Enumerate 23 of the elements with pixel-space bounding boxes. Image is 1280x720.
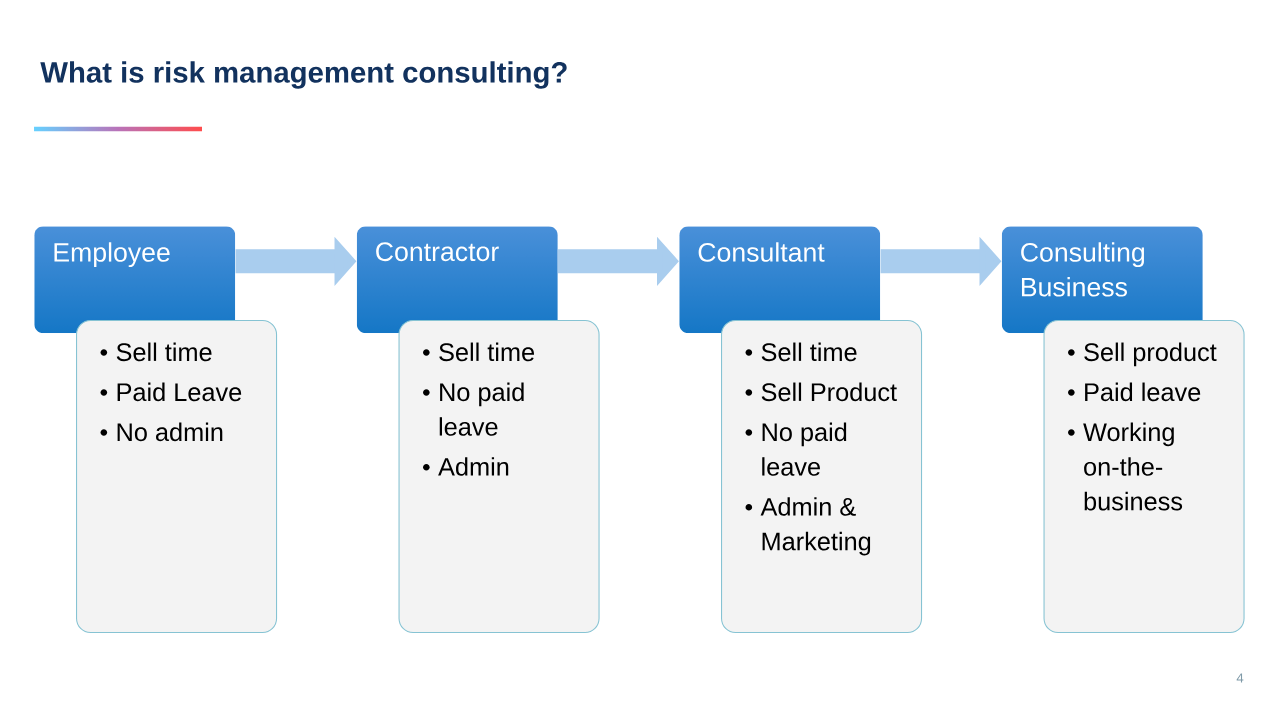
bullet-item: Paid leave	[1068, 382, 1201, 402]
list-box	[721, 320, 923, 634]
bullet-item: Admin & Marketing	[745, 497, 871, 556]
bullet-item: No paid leave	[423, 382, 524, 436]
bullet-item: Sell time	[100, 342, 212, 362]
bullet-item: Sell Product	[745, 382, 897, 402]
bullet-item: No paid leave	[745, 422, 847, 476]
bullet-item: No admin	[100, 422, 223, 442]
bullet-item: Sell time	[423, 342, 535, 362]
title: What is risk management consulting?	[40, 61, 567, 89]
bullet-item: Paid Leave	[100, 382, 242, 402]
header-label: Consultant	[698, 242, 825, 262]
page-number: 4	[1236, 673, 1244, 683]
header-label: Employee	[54, 242, 170, 268]
list-box	[1043, 320, 1245, 634]
list-box	[398, 320, 600, 634]
bullet-item: Working on-the-business	[1068, 422, 1183, 511]
bullet-item: Sell product	[1068, 342, 1217, 367]
header-label: Contractor	[376, 242, 499, 262]
header-label: Consulting Business	[1021, 242, 1145, 297]
list-box	[76, 320, 278, 634]
bullet-item: Sell time	[745, 342, 857, 362]
bullet-item: Admin	[423, 457, 509, 476]
